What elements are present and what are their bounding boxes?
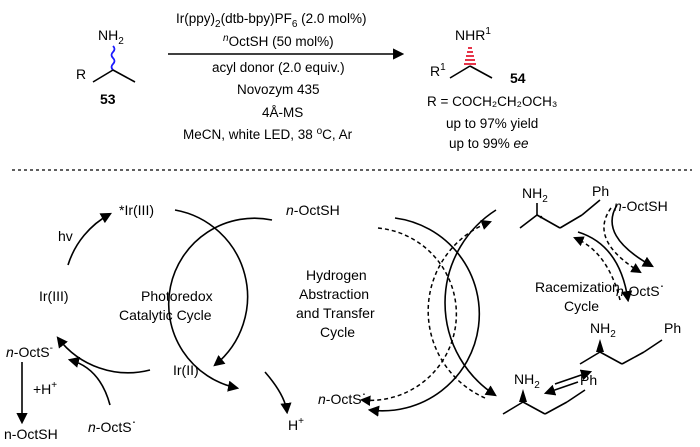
amine-r-wedge-bond — [596, 339, 604, 352]
enzyme-text: Novozym 435 — [237, 82, 320, 97]
thiol-to-thiyl-arrow — [611, 204, 654, 268]
product-54: NHR1 R1 54 R = COCH₂CH₂OCH₃ up to 97% yi… — [427, 26, 557, 151]
thiol-text: nOctSH (50 mol%) — [223, 33, 334, 49]
proton-release-arrow — [264, 371, 292, 415]
hat-thiyl-label: n-OctS· — [318, 385, 366, 407]
arc-ir3-excited-to-ir2 — [174, 209, 249, 367]
amine-r-chain-bond-1 — [599, 351, 623, 365]
hat-title-4: Cycle — [320, 324, 355, 340]
hat-proton-label: H+ — [288, 416, 304, 433]
ir2-label: Ir(II) — [173, 362, 199, 378]
yield-text: up to 97% yield — [446, 116, 538, 131]
racemization-title-1: Racemization — [535, 279, 620, 295]
hv-label: hv — [58, 228, 73, 244]
amine-s-methyl-bond — [502, 401, 524, 415]
arc-r-amine-dashed — [573, 236, 621, 301]
arc-left-outer — [444, 209, 497, 397]
hat-thiol-label: n-OctSH — [286, 202, 340, 218]
amine-s-nh2-label: NH2 — [514, 371, 540, 391]
amine-r-ph-label: Ph — [664, 320, 681, 336]
starting-material-53: NH2 R 53 — [76, 27, 136, 107]
bond-right — [112, 69, 136, 83]
thiyl-entry-arrow — [67, 356, 111, 406]
hat-title-1: Hydrogen — [306, 267, 367, 283]
radical-chain-bond-3 — [581, 199, 601, 216]
equilibrium-arrow-forward — [554, 369, 593, 385]
hat-title-3: and Transfer — [296, 305, 375, 321]
amine-r-chain-bond-3 — [643, 339, 663, 353]
wavy-bond — [110, 45, 116, 71]
reaction-conditions: Ir(ppy)2(dtb-bpy)PF6 (2.0 mol%) nOctSH (… — [168, 11, 405, 142]
dashed-return-arc — [359, 227, 458, 406]
photoredox-title-1: Photoredox — [141, 288, 213, 304]
thiolate-label: n-OctS- — [6, 343, 53, 360]
arc-thiol-to-proton — [167, 217, 273, 392]
thiol-thiyl-dashed — [603, 207, 642, 274]
photoredox-cycle: *Ir(III) hv Ir(III) Ir(II) Photoredox Ca… — [4, 202, 249, 442]
amine-s-chain-bond-2 — [544, 401, 568, 415]
compound-53-label: 53 — [100, 91, 116, 107]
bond-left — [449, 65, 471, 79]
equilibrium-arrow-back — [543, 381, 579, 396]
bond-right — [469, 65, 493, 79]
r1-label: R1 — [430, 62, 446, 79]
arc-ir3-to-excited — [67, 212, 112, 266]
proton-label: +H+ — [33, 380, 57, 397]
amine-s-ph-label: Ph — [580, 372, 597, 388]
photoredox-title-2: Catalytic Cycle — [119, 307, 212, 323]
radical-methyl-bond — [519, 214, 538, 229]
amine-s-chain-bond-3 — [566, 389, 586, 403]
radical-chain-bond-2 — [559, 214, 583, 229]
catalyst-text: Ir(ppy)2(dtb-bpy)PF6 (2.0 mol%) — [176, 11, 366, 30]
amine-s-wedge-bond — [519, 389, 527, 402]
ir3-excited-label: *Ir(III) — [119, 202, 154, 218]
r-group-label: R — [76, 66, 86, 82]
racemization-title-2: Cycle — [564, 298, 599, 314]
arc-radical-to-r-amine — [577, 231, 633, 303]
radical-dot — [539, 215, 543, 219]
rac-thiyl-label: n-OctS· — [616, 277, 664, 299]
hat-cycle: n-OctSH Hydrogen Abstraction and Transfe… — [167, 202, 481, 433]
r-definition: R = COCH₂CH₂OCH₃ — [427, 94, 557, 109]
arc-thiol-to-thiyl — [367, 217, 481, 417]
acyl-donor-text: acyl donor (2.0 equiv.) — [212, 60, 345, 75]
radical-ph-label: Ph — [592, 183, 609, 199]
amine-s-chain-bond-1 — [522, 401, 546, 415]
amine-r-chain-bond-2 — [621, 351, 645, 365]
hashed-wedge-bond — [464, 47, 476, 65]
radical-nh2-label: NH2 — [522, 185, 548, 205]
hat-title-2: Abstraction — [299, 286, 369, 302]
nhr1-label: NHR1 — [455, 26, 491, 43]
thiyl-radical-label: n-OctS· — [88, 413, 136, 435]
amine-r-methyl-bond — [579, 351, 601, 365]
amine-r-nh2-label: NH2 — [590, 320, 616, 340]
racemization-cycle: Racemization Cycle NH2 Ph n-OctSH n-OctS… — [427, 183, 681, 415]
molecular-sieves-text: 4Å-MS — [262, 105, 303, 120]
nh2-label: NH2 — [98, 27, 124, 47]
rac-thiol-label: n-OctSH — [614, 198, 668, 214]
thiol-product-label: n-OctSH — [4, 426, 58, 442]
arc-ir2-to-thiolate — [56, 336, 151, 374]
bond-left — [92, 69, 114, 83]
solvent-text: MeCN, white LED, 38 oC, Ar — [183, 126, 353, 142]
arc-left-dashed — [427, 220, 492, 399]
ee-text: up to 99% ee — [449, 136, 529, 151]
ir3-label: Ir(III) — [39, 288, 69, 304]
compound-54-label: 54 — [510, 70, 526, 86]
